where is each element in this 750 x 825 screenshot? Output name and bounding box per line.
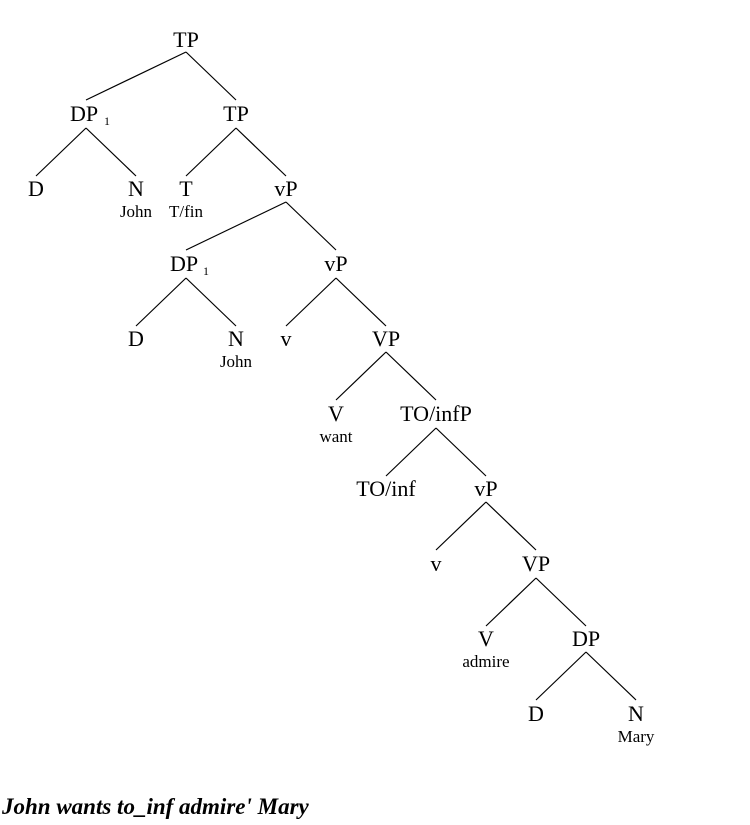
syntax-tree: TP DP 1 TP D N John T T/fin vP DP 1 vP D… <box>28 27 655 746</box>
edge-dp1low-n <box>185 277 237 327</box>
node-n-obj: N <box>628 701 644 726</box>
node-n-low-word: John <box>220 352 253 371</box>
sentence-caption: John wants to_inf admire' Mary <box>2 794 309 819</box>
node-vp-little-bar-1: vP <box>324 251 347 276</box>
edge-vp2-VP2 <box>485 501 537 551</box>
edge-tp-dp1 <box>85 51 187 101</box>
node-vp-2: VP <box>522 551 550 576</box>
edge-vp2-v <box>435 501 487 551</box>
node-d-low: D <box>128 326 144 351</box>
edge-DP-N <box>585 651 637 701</box>
node-d-top: D <box>28 176 44 201</box>
edge-tp-tpbar <box>185 51 237 101</box>
edge-toinfp-vp2 <box>435 427 487 477</box>
node-dp1-low-index: 1 <box>203 264 209 278</box>
edge-vp-vpbar <box>285 201 337 251</box>
tree-edges <box>35 51 637 701</box>
node-dp1-low: DP <box>170 251 198 276</box>
edge-tpbar-vp <box>235 127 287 177</box>
node-vp-little-2: vP <box>474 476 497 501</box>
node-n-top: N <box>128 176 144 201</box>
node-v-want: V <box>328 401 344 426</box>
edge-VP2-V <box>485 577 537 627</box>
node-n-low: N <box>228 326 244 351</box>
node-v-little-2: v <box>431 551 442 576</box>
node-n-obj-word: Mary <box>618 727 655 746</box>
node-d-obj: D <box>528 701 544 726</box>
node-dp-obj: DP <box>572 626 600 651</box>
edge-vpbar-v <box>285 277 337 327</box>
node-v-want-word: want <box>319 427 352 446</box>
edge-DP-D <box>535 651 587 701</box>
node-vp-little-1: vP <box>274 176 297 201</box>
node-n-top-word: John <box>120 202 153 221</box>
edge-dp1low-d <box>135 277 187 327</box>
tree-nodes: TP DP 1 TP D N John T T/fin vP DP 1 vP D… <box>28 27 655 746</box>
edge-vp-dp1 <box>185 201 287 251</box>
edge-VP-V <box>335 351 387 401</box>
node-t-word: T/fin <box>169 202 203 221</box>
node-dp1-top: DP <box>70 101 98 126</box>
edge-VP2-DP <box>535 577 587 627</box>
edge-dp1-n <box>85 127 137 177</box>
edge-dp1-d <box>35 127 87 177</box>
node-tp-root: TP <box>173 27 199 52</box>
node-vp-1: VP <box>372 326 400 351</box>
node-v-admire: V <box>478 626 494 651</box>
edge-tpbar-t <box>185 127 237 177</box>
node-tp-bar: TP <box>223 101 249 126</box>
node-t: T <box>179 176 193 201</box>
node-to-infp: TO/infP <box>400 401 472 426</box>
edge-toinfp-toinf <box>385 427 437 477</box>
edge-vpbar-VP <box>335 277 387 327</box>
node-to-inf: TO/inf <box>356 476 416 501</box>
edge-VP-toinfp <box>385 351 437 401</box>
node-dp1-top-index: 1 <box>104 114 110 128</box>
node-v-little-1: v <box>281 326 292 351</box>
node-v-admire-word: admire <box>462 652 509 671</box>
